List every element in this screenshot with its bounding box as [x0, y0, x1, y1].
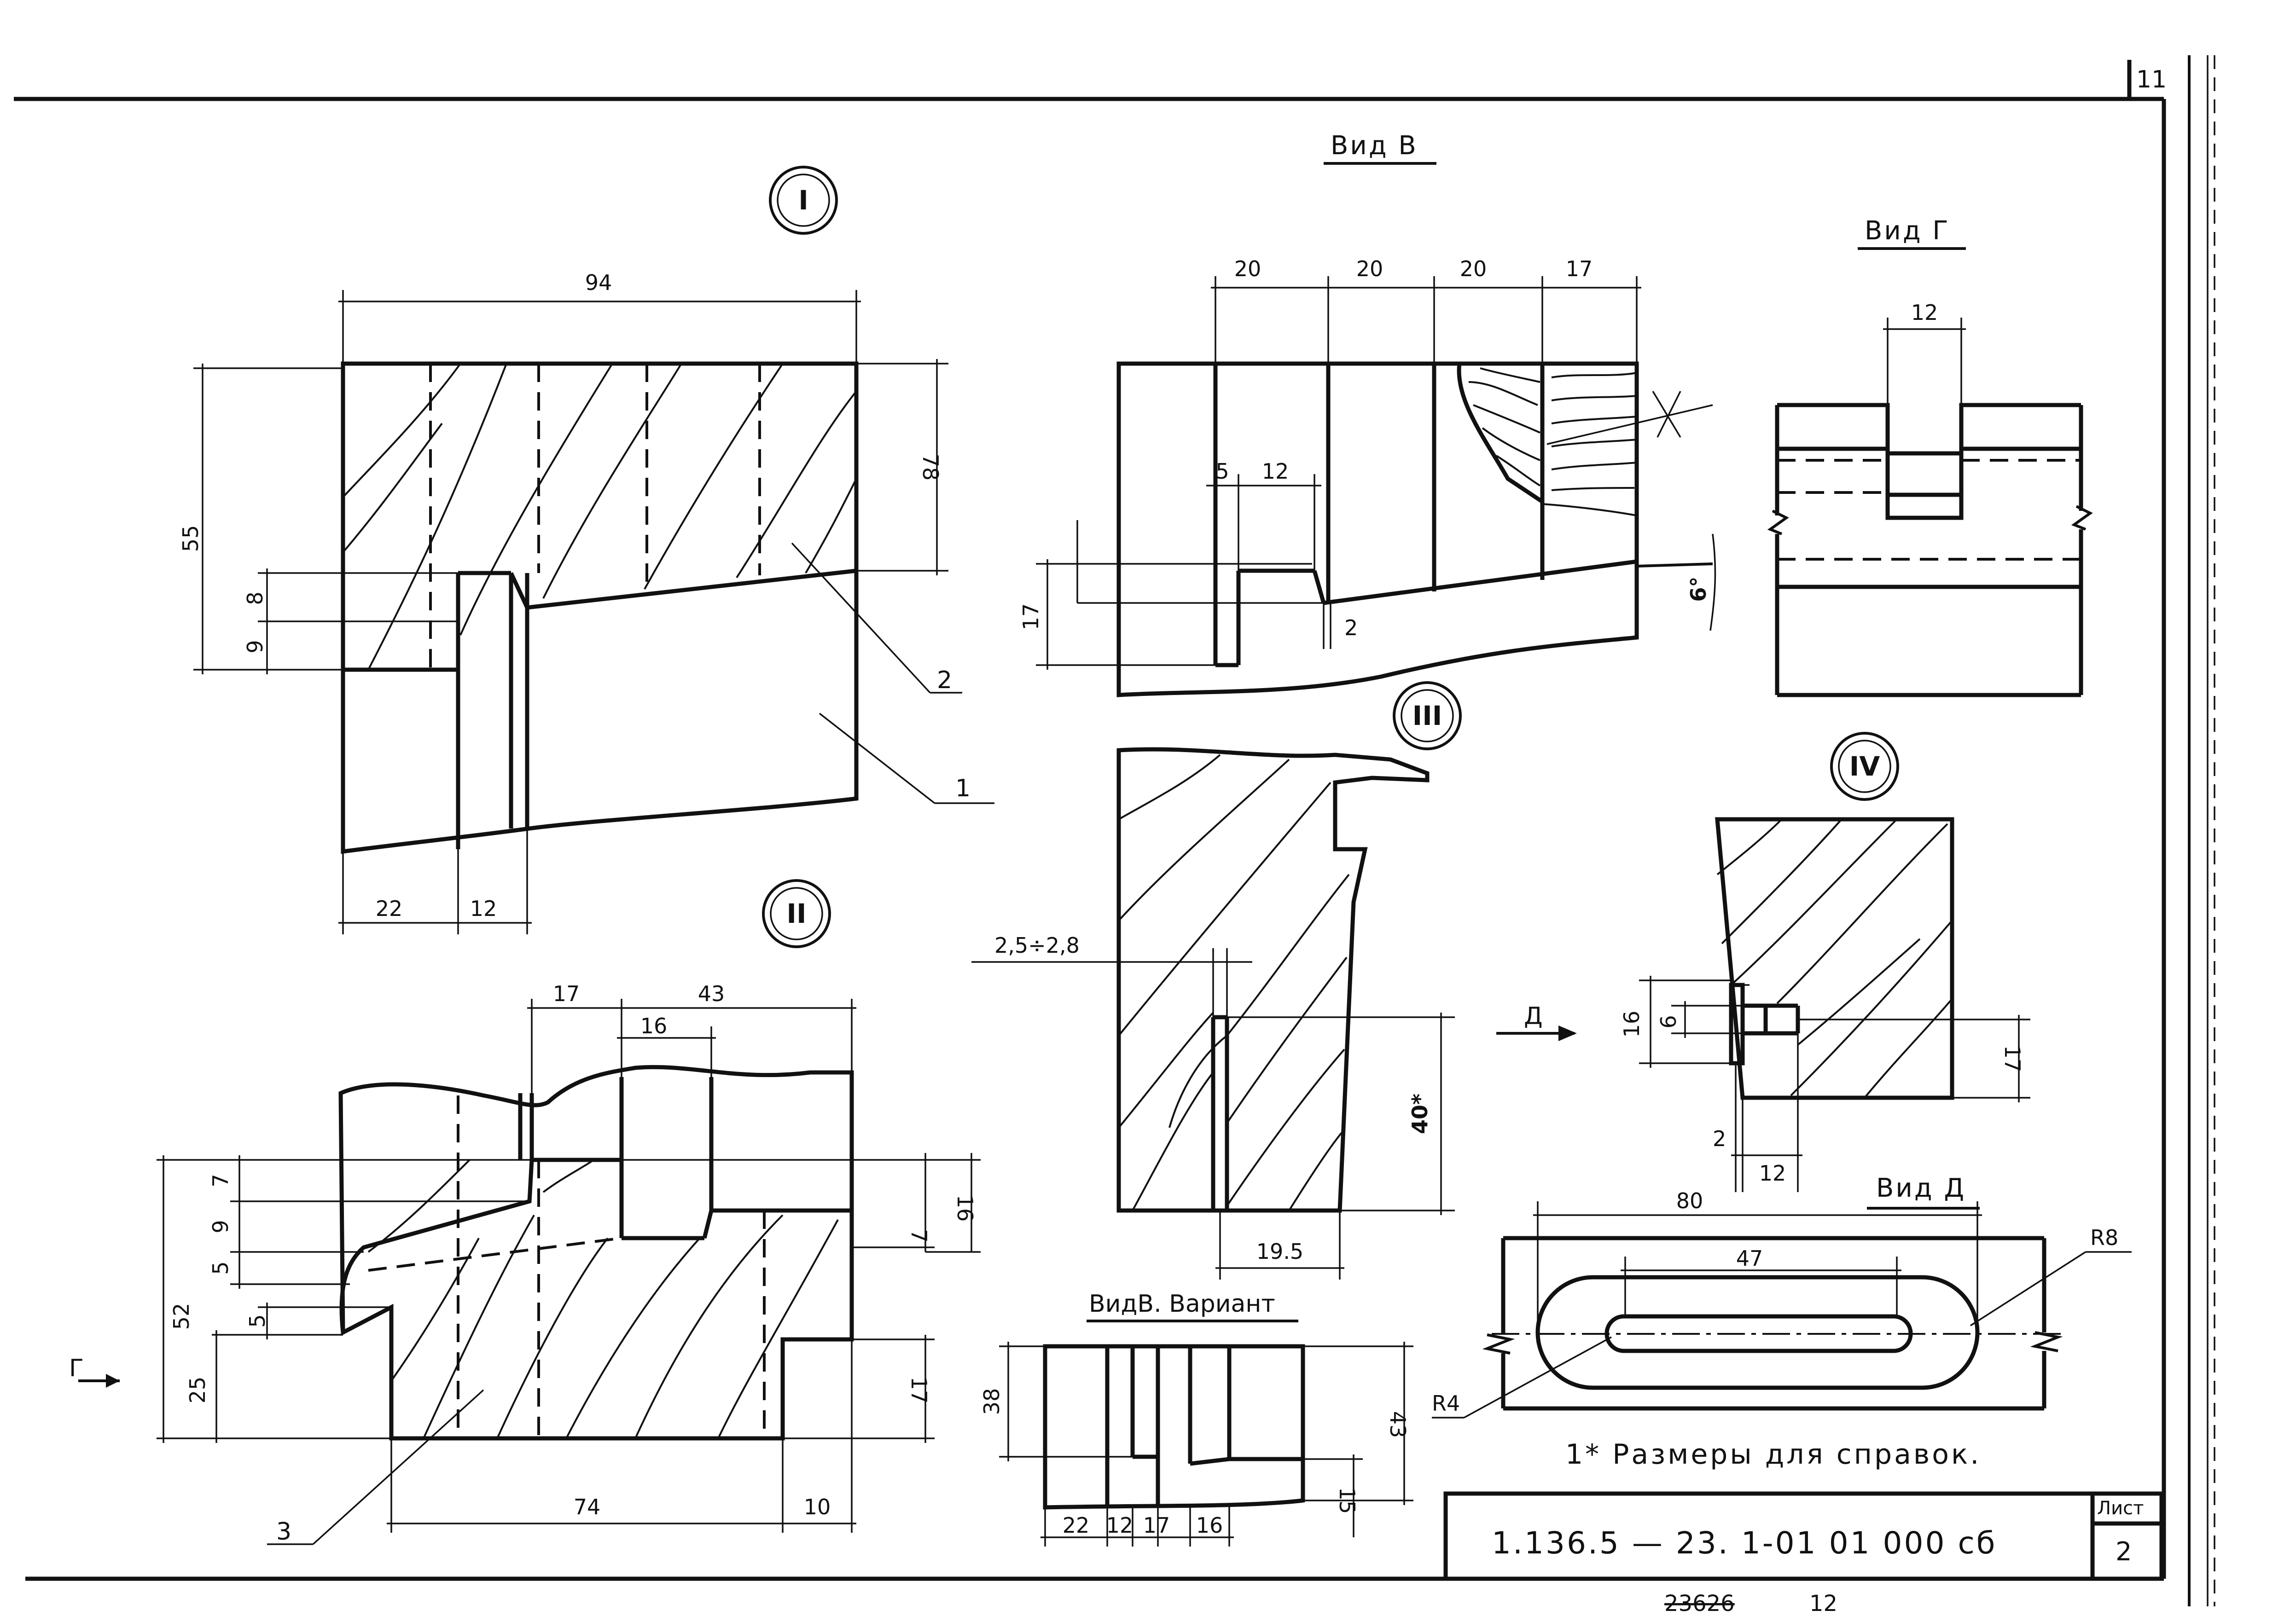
- dim-II-74: 74: [574, 1495, 601, 1519]
- dim-d-80: 80: [1676, 1188, 1703, 1213]
- callout-2: 2: [937, 666, 952, 694]
- sheet-corner-number: 11: [2136, 66, 2167, 93]
- dim-v-12: 12: [1262, 459, 1289, 484]
- dim-IV-6: 6: [1656, 1015, 1681, 1028]
- dim-II-52: 52: [169, 1303, 194, 1330]
- dim-8: 8: [243, 591, 267, 605]
- dim-78: 78: [918, 454, 943, 481]
- dim-IV-16: 16: [1619, 1011, 1644, 1038]
- dim-v-5: 5: [1215, 459, 1229, 484]
- dim-v-20c: 20: [1460, 256, 1487, 281]
- dim-II-17r: 17: [907, 1377, 931, 1404]
- node-IV-view: IV 16 6 17 2 12 Д: [1496, 732, 2030, 1192]
- dim-II-25: 25: [185, 1377, 210, 1404]
- archive-sheet: 12: [1809, 1591, 1837, 1616]
- vid-d-view: Вид Д 80 47 R8 R4: [1432, 1173, 2132, 1419]
- dim-var-22: 22: [1063, 1513, 1090, 1538]
- dim-d-R8: R8: [2090, 1225, 2118, 1250]
- dim-v-20b: 20: [1356, 256, 1383, 281]
- dim-II-7r: 7: [907, 1229, 931, 1242]
- callout-1: 1: [955, 775, 971, 802]
- dim-9: 9: [243, 640, 267, 653]
- dim-var-38: 38: [979, 1388, 1004, 1415]
- dim-III-19-5: 19.5: [1256, 1239, 1303, 1264]
- dim-var-43: 43: [1385, 1411, 1410, 1438]
- dim-22: 22: [376, 896, 403, 921]
- node-I-view: I 94 55 8 9 7: [178, 166, 994, 934]
- node-IV-marker: IV: [1849, 751, 1880, 782]
- node-III-marker: III: [1412, 700, 1442, 731]
- vid-g-view: Вид Г 12: [1767, 216, 2093, 697]
- sheet-label: Лист: [2097, 1498, 2144, 1519]
- dim-12: 12: [470, 896, 497, 921]
- node-II-view: II 17 43 16: [69, 879, 981, 1546]
- dim-IV-17: 17: [2000, 1045, 2025, 1072]
- archive-number: 23626: [1664, 1591, 1735, 1616]
- dim-IV-2: 2: [1713, 1126, 1726, 1151]
- dim-II-17: 17: [553, 981, 580, 1006]
- vid-v-variant-title: ВидВ. Вариант: [1089, 1290, 1275, 1318]
- reference-note: 1* Размеры для справок.: [1565, 1438, 1981, 1471]
- dim-II-5: 5: [208, 1261, 233, 1274]
- vid-g-title: Вид Г: [1865, 216, 1950, 246]
- dim-III-gap: 2,5÷2,8: [994, 933, 1080, 958]
- dim-g-12: 12: [1911, 300, 1938, 325]
- vid-d-title: Вид Д: [1876, 1173, 1966, 1203]
- dim-var-15: 15: [1335, 1487, 1360, 1514]
- dim-var-12: 12: [1106, 1513, 1133, 1538]
- dim-94: 94: [585, 270, 612, 295]
- node-II-marker: II: [786, 898, 806, 929]
- dim-II-9: 9: [208, 1220, 233, 1233]
- vid-v-view: Вид В 20 20 20 17: [1018, 131, 1716, 697]
- angle-6-deg: 6°: [1686, 576, 1711, 602]
- dim-II-43: 43: [698, 981, 725, 1006]
- dim-d-47: 47: [1736, 1246, 1763, 1271]
- document-code: 1.136.5 — 23. 1-01 01 000 сб: [1492, 1525, 1997, 1561]
- dim-IV-12: 12: [1759, 1161, 1786, 1186]
- dim-II-7: 7: [208, 1174, 233, 1187]
- dim-II-5b: 5: [245, 1314, 270, 1327]
- arrow-g-label: Г: [69, 1355, 84, 1382]
- sheet-number: 2: [2116, 1537, 2132, 1567]
- dim-var-16: 16: [1196, 1513, 1223, 1538]
- dim-II-16r: 16: [953, 1195, 977, 1222]
- dim-v-17: 17: [1566, 256, 1593, 281]
- dim-v-20a: 20: [1234, 256, 1261, 281]
- callout-3: 3: [276, 1518, 291, 1546]
- drawing-frame: [14, 55, 2215, 1606]
- dim-III-40: 40*: [1407, 1094, 1432, 1134]
- node-I-marker: I: [798, 185, 808, 216]
- title-block: 1.136.5 — 23. 1-01 01 000 сб Лист 2: [1443, 1491, 2164, 1581]
- dim-II-10: 10: [804, 1495, 831, 1519]
- dim-v-17-height: 17: [1018, 603, 1043, 631]
- dim-v-2: 2: [1344, 615, 1358, 640]
- arrow-d-label: Д: [1524, 1002, 1543, 1030]
- dim-d-R4: R4: [1432, 1391, 1460, 1416]
- dim-var-17: 17: [1143, 1513, 1170, 1538]
- node-III-view: III 2,5÷2,8 40* 19.5: [971, 681, 1462, 1280]
- dim-55: 55: [178, 525, 203, 552]
- vid-v-title: Вид В: [1331, 131, 1418, 161]
- dim-II-16: 16: [640, 1014, 668, 1038]
- vid-v-variant-view: ВидВ. Вариант 38 43 15 22 12 17 16: [979, 1290, 1413, 1547]
